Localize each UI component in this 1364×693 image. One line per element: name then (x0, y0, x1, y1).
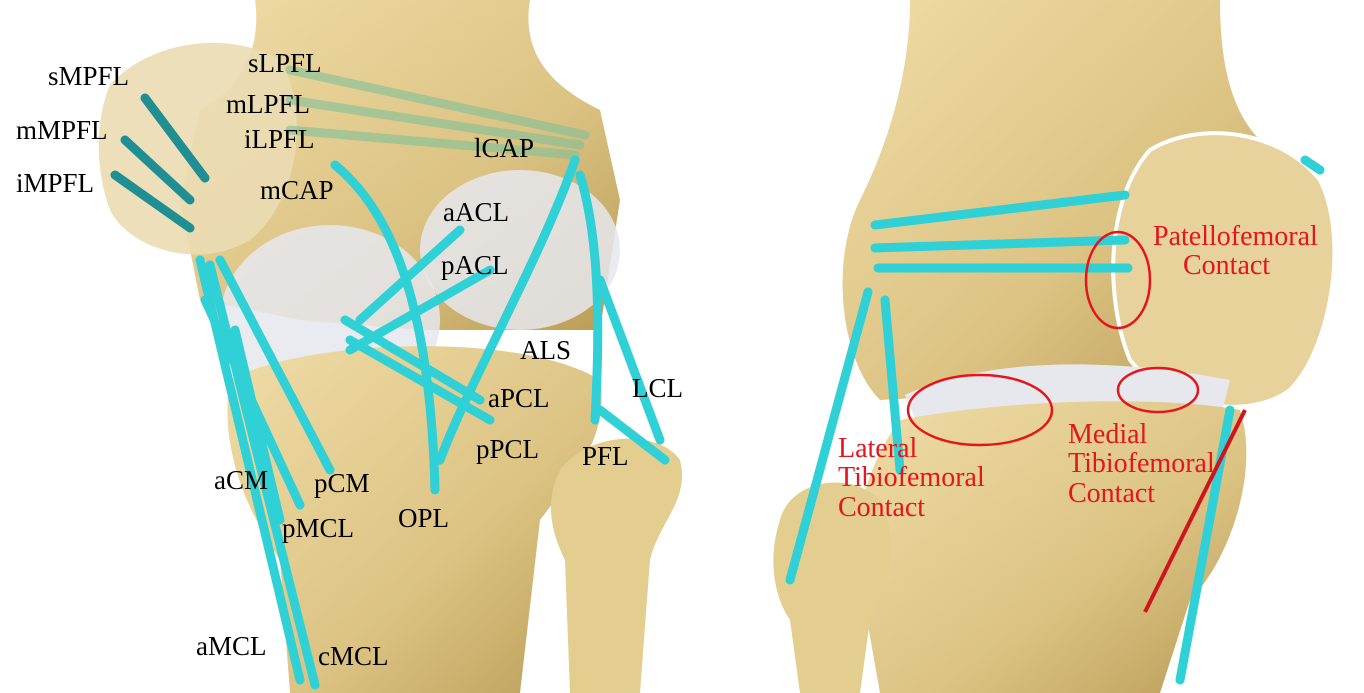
right-knee-illustration (760, 0, 1364, 693)
fibula (551, 439, 682, 693)
label-sMPFL: sMPFL (48, 63, 129, 90)
label-line: Lateral (838, 434, 985, 463)
label-line: Contact (838, 493, 985, 522)
label-mCAP: mCAP (260, 177, 334, 204)
label-cMCL: cMCL (318, 643, 389, 670)
left-knee-panel: sMPFL mMPFL iMPFL sLPFL mLPFL iLPFL lCAP… (0, 0, 690, 693)
label-mLPFL: mLPFL (226, 91, 310, 118)
label-line: Contact (1153, 251, 1318, 280)
label-ALS: ALS (520, 337, 571, 364)
left-knee-illustration (0, 0, 690, 693)
label-aCM: aCM (214, 467, 268, 494)
label-iMPFL: iMPFL (16, 170, 94, 197)
label-iLPFL: iLPFL (244, 126, 315, 153)
label-PFL: PFL (582, 443, 629, 470)
label-line: Medial (1068, 420, 1215, 449)
label-line: Patellofemoral (1153, 222, 1318, 251)
label-line: Tibiofemoral (838, 463, 985, 492)
label-medial-tibiofemoral-contact: Medial Tibiofemoral Contact (1068, 420, 1215, 508)
label-lCAP: lCAP (474, 135, 534, 162)
label-pACL: pACL (441, 252, 509, 279)
label-pCM: pCM (314, 470, 370, 497)
label-patellofemoral-contact: Patellofemoral Contact (1153, 222, 1318, 281)
label-lateral-tibiofemoral-contact: Lateral Tibiofemoral Contact (838, 434, 985, 522)
label-aPCL: aPCL (488, 385, 550, 412)
label-mMPFL: mMPFL (16, 117, 108, 144)
label-aMCL: aMCL (196, 633, 267, 660)
label-sLPFL: sLPFL (248, 50, 322, 77)
right-knee-panel: Patellofemoral Contact Lateral Tibiofemo… (760, 0, 1364, 693)
label-line: Tibiofemoral (1068, 449, 1215, 478)
label-aACL: aACL (443, 199, 509, 226)
label-pMCL: pMCL (282, 515, 354, 542)
label-pPCL: pPCL (476, 436, 539, 463)
label-LCL: LCL (632, 375, 683, 402)
label-line: Contact (1068, 479, 1215, 508)
label-OPL: OPL (398, 505, 449, 532)
